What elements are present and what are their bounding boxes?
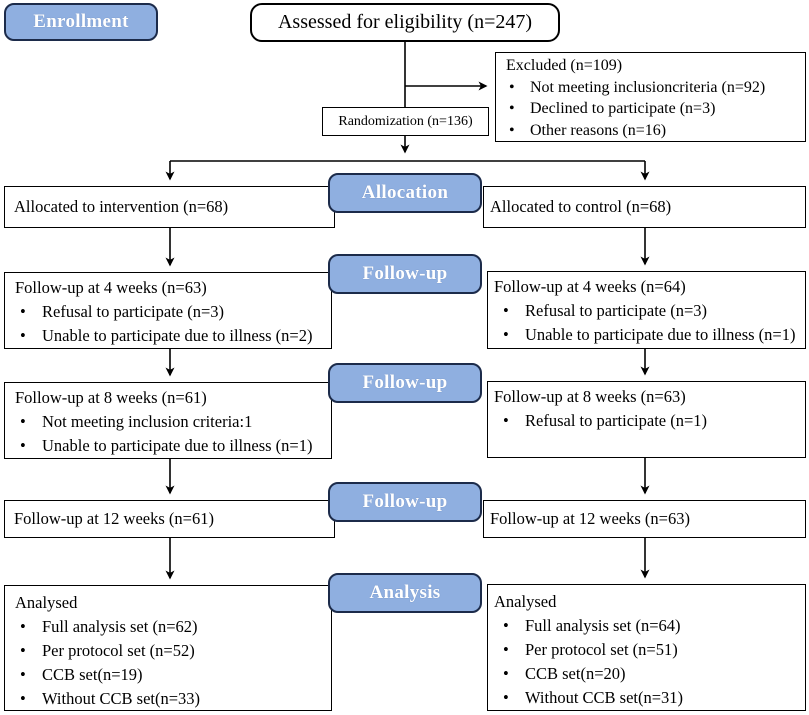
analysis-intervention-title: Analysed (15, 593, 78, 612)
followup-8w-intervention-bullets: Not meeting inclusion criteria:1 Unable … (5, 410, 325, 458)
bullet-item: CCB set(n=19) (5, 663, 325, 687)
bullet-item: Full analysis set (n=62) (5, 615, 325, 639)
followup-8w-control-title: Follow-up at 8 weeks (n=63) (494, 387, 686, 406)
bullet-item: Unable to participate due to illness (n=… (488, 323, 799, 347)
box-allocated-control: Allocated to control (n=68) (483, 186, 806, 228)
box-followup-8w-control: Follow-up at 8 weeks (n=63) Refusal to p… (487, 381, 806, 458)
followup-4w-control-title: Follow-up at 4 weeks (n=64) (494, 277, 686, 296)
stage-badge-analysis: Analysis (328, 573, 482, 613)
followup-4w-intervention-title: Follow-up at 4 weeks (n=63) (15, 278, 207, 297)
bullet-item: Full analysis set (n=64) (488, 614, 799, 638)
box-followup-8w-intervention: Follow-up at 8 weeks (n=61) Not meeting … (4, 382, 332, 459)
followup-4w-intervention-bullets: Refusal to participate (n=3) Unable to p… (5, 300, 325, 348)
bullet-item: Not meeting inclusion criteria:1 (5, 410, 325, 434)
box-randomization: Randomization (n=136) (322, 107, 489, 136)
analysis-intervention-bullets: Full analysis set (n=62) Per protocol se… (5, 615, 325, 711)
bullet-item: Refusal to participate (n=1) (488, 409, 799, 433)
bullet-item: Refusal to participate (n=3) (488, 299, 799, 323)
stage-badge-allocation: Allocation (328, 173, 482, 213)
bullet-item: Unable to participate due to illness (n=… (5, 324, 325, 348)
bullet-item: Without CCB set(n=33) (5, 687, 325, 711)
box-excluded: Excluded (n=109) Not meeting inclusioncr… (495, 52, 806, 142)
box-assessed-eligibility: Assessed for eligibility (n=247) (250, 3, 560, 42)
box-analysis-control: Analysed Full analysis set (n=64) Per pr… (487, 584, 806, 711)
bullet-item: Per protocol set (n=51) (488, 638, 799, 662)
bullet-item: Refusal to participate (n=3) (5, 300, 325, 324)
stage-badge-enrollment: Enrollment (4, 3, 158, 41)
bullet-item: Per protocol set (n=52) (5, 639, 325, 663)
box-followup-4w-control: Follow-up at 4 weeks (n=64) Refusal to p… (487, 271, 806, 349)
bullet-item: Not meeting inclusioncriteria (n=92) (496, 77, 799, 99)
excluded-title: Excluded (n=109) (506, 57, 623, 74)
analysis-control-title: Analysed (494, 592, 557, 611)
bullet-item: Declined to participate (n=3) (496, 98, 799, 120)
stage-badge-followup-12w: Follow-up (328, 482, 482, 522)
bullet-item: Without CCB set(n=31) (488, 686, 799, 710)
box-followup-12w-control: Follow-up at 12 weeks (n=63) (483, 500, 806, 538)
box-allocated-intervention: Allocated to intervention (n=68) (4, 186, 335, 228)
stage-badge-followup-4w: Follow-up (328, 254, 482, 294)
stage-badge-followup-8w: Follow-up (328, 363, 482, 403)
box-analysis-intervention: Analysed Full analysis set (n=62) Per pr… (4, 585, 332, 711)
box-followup-4w-intervention: Follow-up at 4 weeks (n=63) Refusal to p… (4, 272, 332, 349)
bullet-item: Other reasons (n=16) (496, 120, 799, 142)
bullet-item: CCB set(n=20) (488, 662, 799, 686)
excluded-bullet-list: Not meeting inclusioncriteria (n=92) Dec… (496, 77, 799, 142)
box-followup-12w-intervention: Follow-up at 12 weeks (n=61) (4, 500, 335, 538)
followup-8w-intervention-title: Follow-up at 8 weeks (n=61) (15, 388, 207, 407)
analysis-control-bullets: Full analysis set (n=64) Per protocol se… (488, 614, 799, 710)
followup-8w-control-bullets: Refusal to participate (n=1) (488, 409, 799, 433)
bullet-item: Unable to participate due to illness (n=… (5, 434, 325, 458)
followup-4w-control-bullets: Refusal to participate (n=3) Unable to p… (488, 299, 799, 347)
